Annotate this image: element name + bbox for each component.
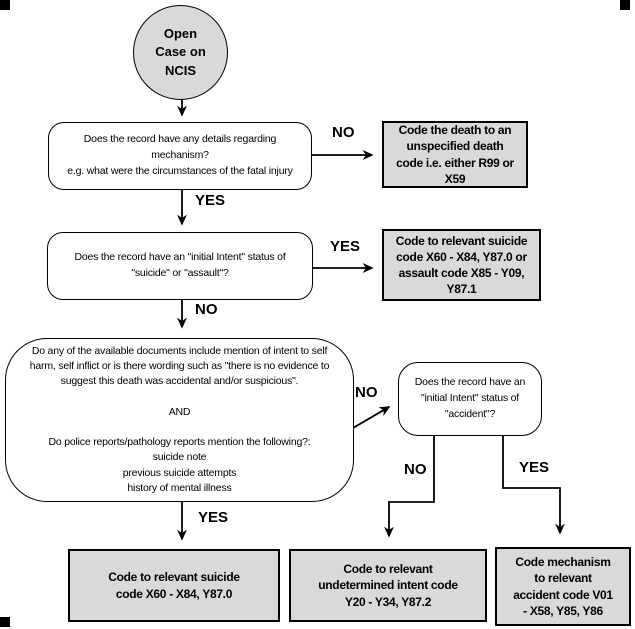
selection-handle-top-left[interactable] [0,0,10,10]
node-result-unspecified-death-code: Code the death to an unspecified death c… [382,121,528,188]
node-question-mechanism: Does the record have any details regardi… [48,122,312,190]
edge-label-documents-yes: YES [198,509,229,526]
node-result-suicide-code: Code to relevant suicide code X60 - X84,… [68,549,280,622]
node-result-suicide-assault-code: Code to relevant suicide code X60 - X84,… [382,229,541,301]
edge-label-accident-no: NO [404,461,427,478]
selection-handle-top-right[interactable] [620,0,630,10]
edge-documents-no-diagonal [352,406,391,429]
edge-label-intent-no: NO [195,301,218,318]
edge-label-mechanism-yes: YES [195,192,226,209]
edge-label-mechanism-no: NO [332,124,355,141]
node-question-documents-intent: Do any of the available documents includ… [5,338,354,502]
edge-label-documents-no: NO [355,384,378,401]
edge-accident-yes [502,436,565,535]
selection-handle-bottom-left[interactable] [0,617,10,627]
node-result-accident-code: Code mechanism to relevant accident code… [495,547,631,626]
node-start-open-case: Open Case on NCIS [133,5,228,100]
node-result-undetermined-intent-code: Code to relevant undetermined intent cod… [289,549,487,622]
edge-accident-no [384,436,435,538]
edge-label-accident-yes: YES [519,459,550,476]
edge-label-intent-yes: YES [330,238,361,255]
node-question-initial-intent: Does the record have an "initial Intent"… [47,232,313,300]
node-question-accident-intent: Does the record have an "initial Intent"… [398,362,542,436]
